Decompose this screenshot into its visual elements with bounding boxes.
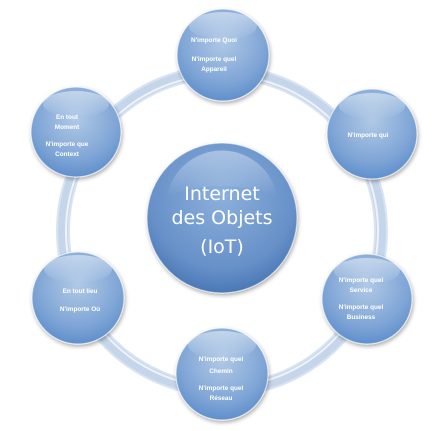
node-ou-label-1: En tout lieu bbox=[63, 288, 98, 295]
node-quoi-label-3: Appareil bbox=[201, 66, 227, 73]
node-chemin-label-1: N'importe quel bbox=[199, 356, 244, 363]
center-title-line-3: (IoT) bbox=[200, 236, 244, 258]
node-ou-label-2: N'importe Où bbox=[60, 306, 100, 313]
center-gloss bbox=[167, 150, 277, 196]
center-circle: Internet des Objets (IoT) bbox=[146, 142, 298, 294]
node-service: N'importe quel Service N'importe quel Bu… bbox=[321, 253, 413, 345]
node-moment-label-1: En tout bbox=[56, 114, 79, 121]
node-chemin-label-3: N'importe quel bbox=[199, 385, 244, 392]
node-qui-label-1: N'importe qui bbox=[348, 132, 389, 139]
node-quoi-label-2: N'importe quel bbox=[192, 56, 237, 63]
node-service-label-4: Business bbox=[347, 314, 376, 321]
center-title-line-2: des Objets bbox=[171, 207, 272, 229]
node-service-label-1: N'importe quel bbox=[339, 277, 384, 284]
center-title-line-1: Internet bbox=[184, 183, 259, 205]
node-moment-label-4: Context bbox=[55, 151, 80, 158]
node-moment: En tout Moment N'importe que Context bbox=[30, 86, 122, 178]
node-chemin: N'importe quel Chemin N'importe quel Rés… bbox=[175, 327, 269, 421]
node-quoi: N'importe Quoi N'importe quel Appareil bbox=[176, 8, 270, 102]
node-service-label-2: Service bbox=[350, 287, 373, 294]
node-chemin-label-4: Réseau bbox=[210, 395, 233, 402]
node-moment-label-3: N'importe que bbox=[46, 141, 89, 148]
node-service-label-3: N'importe quel bbox=[339, 304, 384, 311]
node-moment-label-2: Moment bbox=[55, 124, 80, 131]
node-quoi-label-1: N'importe Quoi bbox=[191, 37, 237, 44]
node-qui: N'importe qui bbox=[326, 88, 418, 180]
node-chemin-label-2: Chemin bbox=[209, 368, 233, 375]
node-ou: En tout lieu N'importe Où bbox=[31, 251, 125, 345]
